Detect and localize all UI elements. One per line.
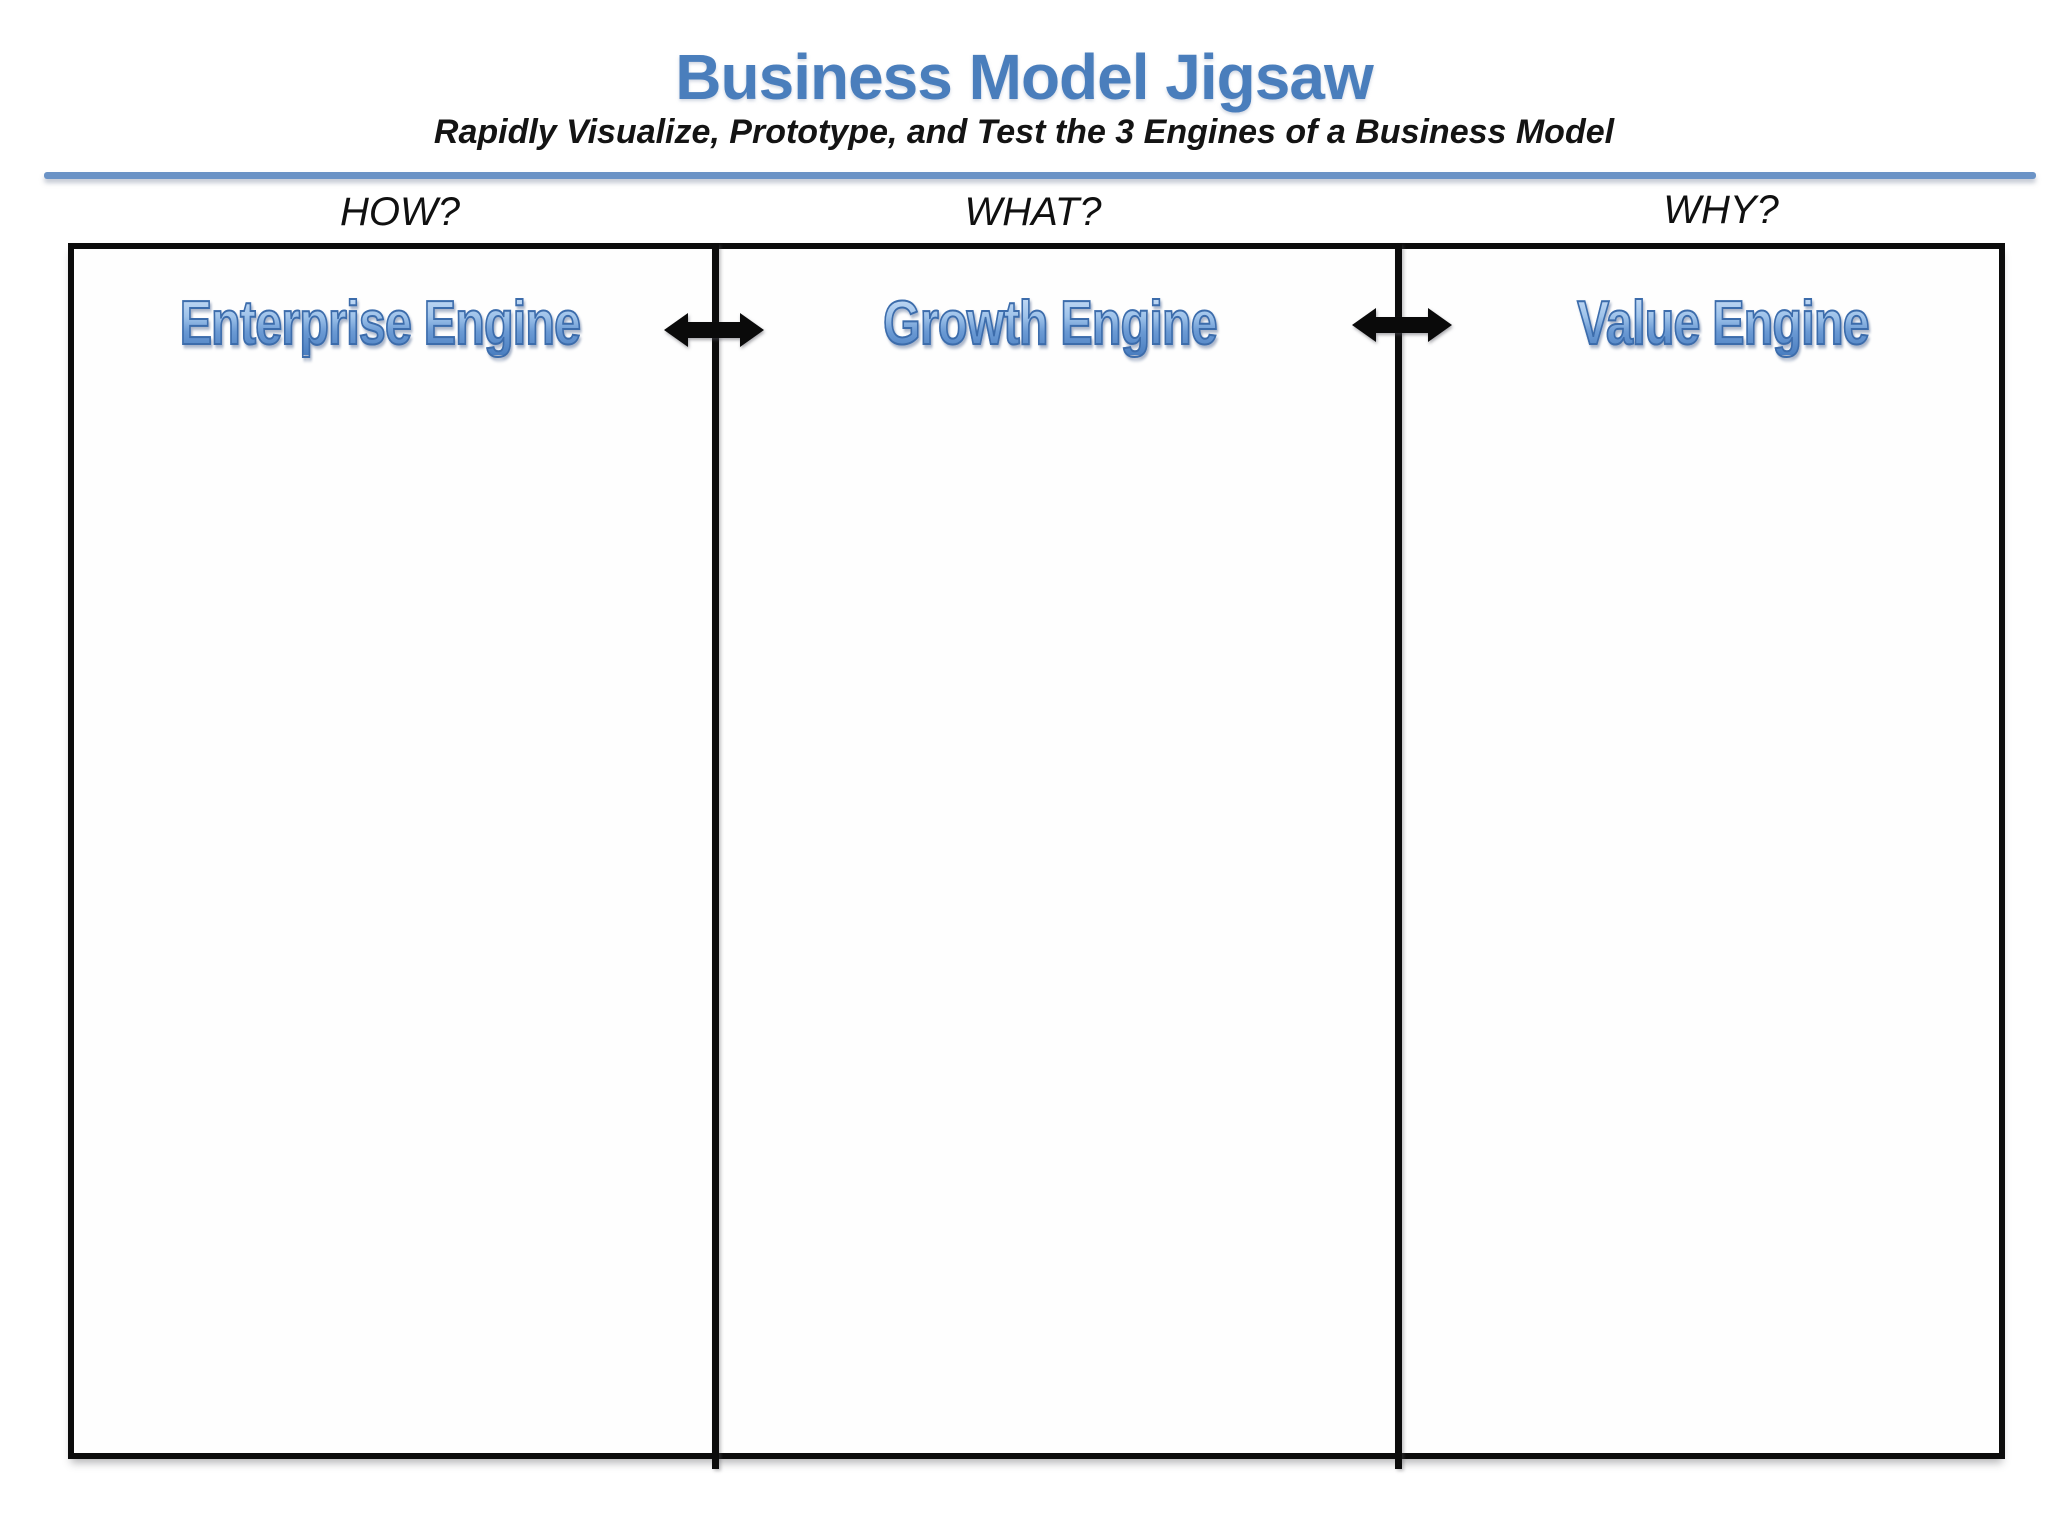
panel-divider-1 bbox=[712, 243, 719, 1469]
panel-divider-2 bbox=[1395, 243, 1402, 1469]
double-arrow-icon bbox=[1352, 306, 1452, 344]
column-label-what: WHAT? bbox=[964, 190, 1102, 234]
enterprise-engine-wordart: Enterprise Engine bbox=[179, 289, 582, 358]
page-title: Business Model Jigsaw bbox=[675, 41, 1373, 113]
value-engine-wordart: Value Engine bbox=[1576, 289, 1870, 358]
double-arrow-icon bbox=[664, 311, 764, 349]
jigsaw-frame bbox=[68, 243, 2005, 1459]
enterprise-engine-title: Enterprise Engine bbox=[123, 289, 637, 358]
growth-engine-wordart: Growth Engine bbox=[882, 289, 1218, 358]
column-label-why: WHY? bbox=[1663, 188, 1779, 232]
value-engine-title: Value Engine bbox=[1536, 289, 1910, 358]
growth-engine-title: Growth Engine bbox=[836, 289, 1264, 358]
header-divider-rule bbox=[44, 172, 2036, 179]
page-subtitle: Rapidly Visualize, Prototype, and Test t… bbox=[433, 113, 1615, 151]
column-label-how: HOW? bbox=[340, 190, 460, 234]
